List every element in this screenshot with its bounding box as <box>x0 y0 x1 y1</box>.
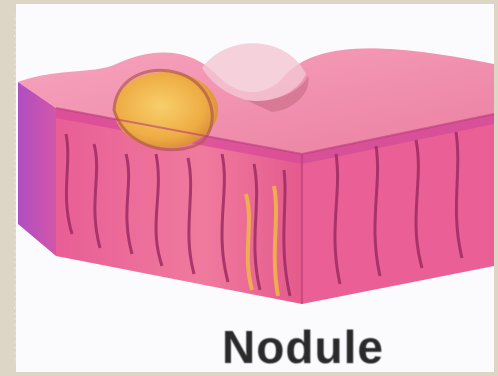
illustration-panel: Nodule <box>16 4 494 372</box>
nodule-mass <box>114 72 218 148</box>
skin-nodule-illustration <box>16 4 494 324</box>
caption-label: Nodule <box>16 322 494 372</box>
left-side-face <box>18 82 56 256</box>
